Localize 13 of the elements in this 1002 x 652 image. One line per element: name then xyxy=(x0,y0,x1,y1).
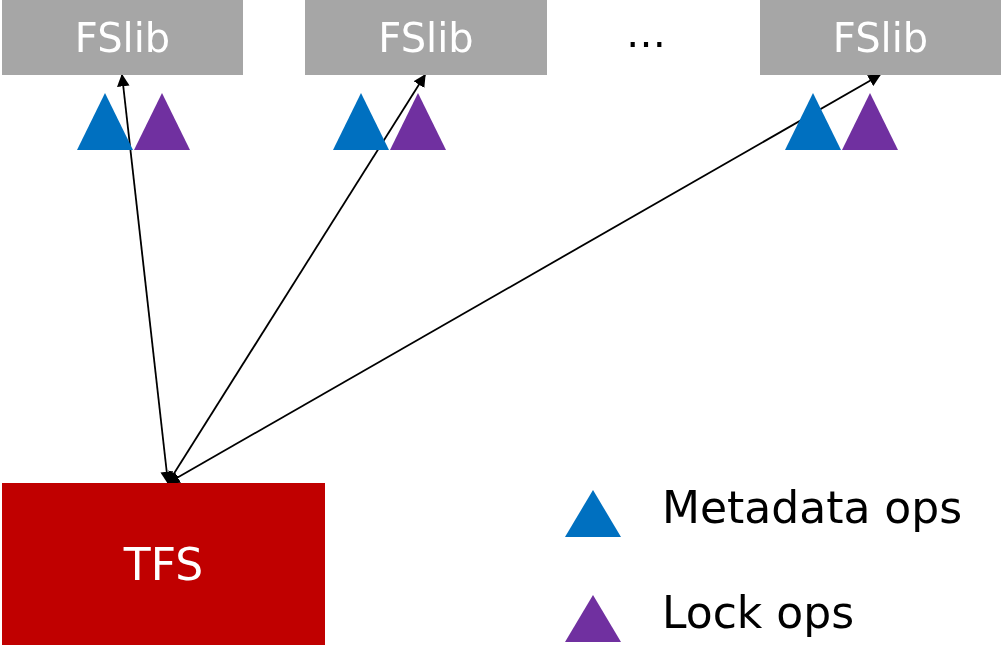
box-label: FSlib xyxy=(378,14,474,61)
box-label: TFS xyxy=(123,538,204,590)
fslib-box xyxy=(305,0,547,75)
fslib-box xyxy=(760,0,1001,75)
tfs-box xyxy=(2,483,325,645)
double-arrow xyxy=(166,74,882,484)
box-label: FSlib xyxy=(74,14,171,61)
legend-label: Lock ops xyxy=(662,587,855,638)
ellipsis-label: … xyxy=(626,10,666,56)
fslib-box xyxy=(2,0,243,75)
legend-label: Metadata ops xyxy=(662,482,963,533)
double-arrow xyxy=(117,73,173,485)
box-label: FSlib xyxy=(832,14,929,61)
